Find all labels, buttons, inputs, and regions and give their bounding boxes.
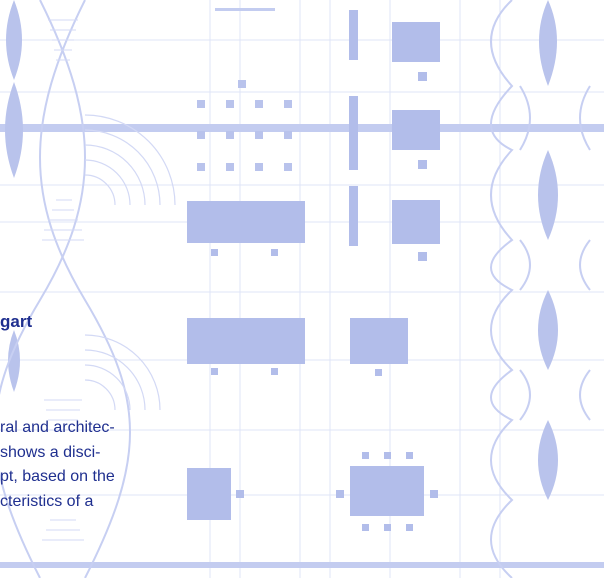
right-waves: [490, 0, 591, 578]
concentric-arcs: [84, 114, 176, 411]
body-paragraph: ral and architec- shows a disci- pt, bas…: [0, 416, 210, 514]
furniture-blocks: [187, 22, 440, 531]
body-line: cteristics of a: [0, 492, 94, 510]
wave-ribbon: [0, 0, 131, 578]
square-markers: [197, 80, 292, 171]
body-line: pt, based on the: [0, 468, 115, 485]
body-line: ral and architec-: [0, 419, 115, 436]
axis-lines: [0, 8, 604, 568]
left-lens-column: [5, 0, 23, 392]
right-lens-column: [538, 0, 558, 500]
vertical-bars: [349, 10, 358, 246]
body-line: shows a disci-: [0, 443, 101, 461]
section-heading: gart: [0, 312, 33, 331]
stair-hatching: [42, 19, 84, 541]
